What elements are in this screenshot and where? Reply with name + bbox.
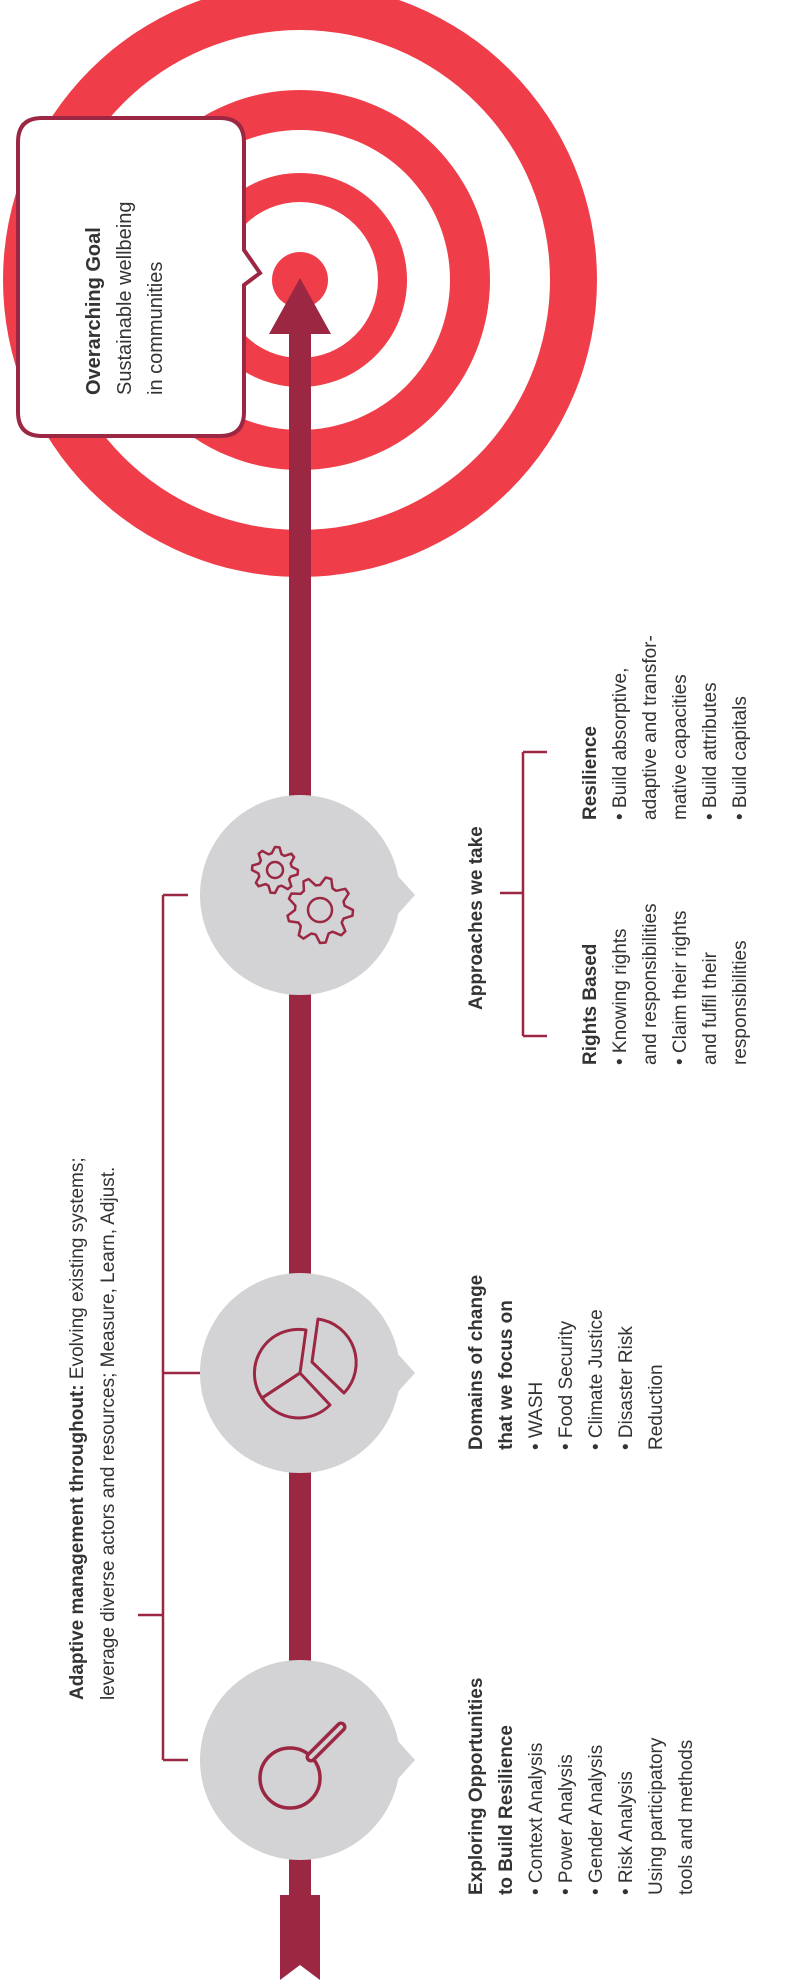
rights-line-2: and responsibilities	[640, 903, 661, 1065]
goal-title: Overarching Goal	[83, 227, 105, 395]
approaches-circle-pointer	[397, 875, 415, 915]
approaches-stage-circle	[200, 795, 415, 995]
svg-text:Resilience • Build absorpt: Resilience • Build absorptive, adaptive …	[580, 630, 751, 820]
adaptive-line-1-rest: Evolving existing systems;	[67, 1157, 88, 1384]
pie-chart-icon	[252, 1317, 358, 1420]
small-gear-outline	[250, 845, 300, 895]
svg-text:Domains of change that we: Domains of change that we focus on • WAS…	[466, 1269, 667, 1450]
domains-item-2: • Food Security	[556, 1320, 577, 1450]
exploring-circle-bg	[397, 1740, 415, 1780]
domains-stage-circle	[200, 1273, 415, 1473]
exploring-footer-2: tools and methods	[676, 1740, 697, 1895]
approaches-title: Approaches we take	[466, 826, 487, 1010]
domains-title-2: that we focus on	[496, 1300, 517, 1450]
domains-item-1: • WASH	[526, 1382, 547, 1450]
arrow-head-icon	[269, 278, 331, 334]
resilience-line-5: • Build capitals	[730, 696, 751, 820]
domains-item-3: • Climate Justice	[586, 1309, 607, 1450]
approaches-bracket	[500, 750, 547, 1038]
arrow-tail-icon	[280, 1895, 320, 1980]
svg-text:Overarching Goal Sustain: Overarching Goal Sustainable wellbeing i…	[83, 196, 167, 395]
rights-line-4: and fulfil their	[700, 951, 721, 1065]
adaptive-title: Adaptive management throughout:	[67, 1384, 88, 1700]
svg-text:Adaptive management throughout: Adaptive management throughout: Evolving…	[67, 1152, 119, 1700]
exploring-item-1: • Context Analysis	[526, 1743, 547, 1895]
adaptive-line-2: leverage diverse actors and resources; M…	[98, 1167, 119, 1700]
rights-title: Rights Based	[580, 944, 601, 1065]
large-gear-hole	[306, 896, 334, 924]
svg-text:Exploring Opportunities to: Exploring Opportunities to Build Resilie…	[466, 1672, 697, 1895]
resilience-title: Resilience	[580, 726, 601, 820]
domains-item-4: • Disaster Risk	[616, 1326, 637, 1450]
exploring-footer-1: Using participatory	[646, 1737, 667, 1895]
adaptive-bracket	[138, 893, 205, 1762]
large-gear-outline	[286, 876, 355, 945]
arrow-shaft	[289, 318, 311, 1903]
resilience-line-4: • Build attributes	[700, 682, 721, 820]
domains-title-1: Domains of change	[466, 1275, 487, 1450]
goal-callout-box	[16, 116, 263, 438]
domains-item-5: Reduction	[646, 1364, 667, 1450]
exploring-item-2: • Power Analysis	[556, 1754, 577, 1895]
magnifier-icon	[258, 1721, 347, 1810]
svg-text:Approaches we take: Approaches we take	[466, 826, 487, 1010]
small-gear-hole	[265, 860, 285, 880]
adaptive-line-1: Adaptive management throughout: Evolving…	[67, 1157, 88, 1700]
exploring-item-4: • Risk Analysis	[616, 1771, 637, 1895]
resilience-line-3: mative capacities	[670, 674, 691, 820]
rights-line-5: responsibilities	[730, 940, 751, 1065]
goal-line-2: in communities	[145, 262, 167, 395]
exploring-item-3: • Gender Analysis	[586, 1745, 607, 1895]
resilience-line-1: • Build absorptive,	[610, 668, 631, 820]
exploring-stage-circle	[200, 1660, 415, 1860]
rights-line-1: • Knowing rights	[610, 928, 631, 1065]
domains-circle-pointer	[397, 1353, 415, 1393]
gears-icon	[250, 845, 355, 945]
svg-text:Rights Based • Knowing rig: Rights Based • Knowing rights and respon…	[580, 898, 751, 1065]
exploring-title-1: Exploring Opportunities	[466, 1678, 487, 1895]
rights-line-3: • Claim their rights	[670, 911, 691, 1065]
exploring-title-2: to Build Resilience	[496, 1725, 517, 1895]
goal-line-1: Sustainable wellbeing	[114, 202, 136, 395]
resilience-line-2: adaptive and transfor-	[640, 635, 661, 820]
goal-callout: Overarching Goal Sustainable wellbeing i…	[16, 116, 263, 438]
